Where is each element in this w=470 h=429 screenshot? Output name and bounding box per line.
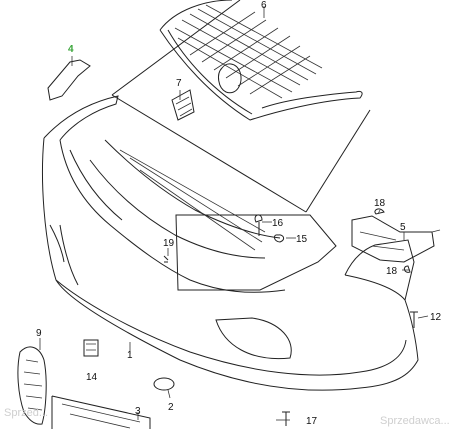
leader-lines (39, 6, 441, 421)
tow-hook-cover-part (153, 377, 175, 391)
grille-inset-panel (111, 0, 371, 213)
callout-part-16: 16 (272, 218, 284, 229)
callout-part-14: 14 (86, 372, 98, 383)
callout-part-12: 12 (430, 312, 442, 323)
lower-grille-part (51, 395, 151, 429)
fog-grille-part (17, 346, 47, 425)
watermark-left: Sprzed... (4, 407, 48, 419)
small-bracket-part (47, 59, 91, 101)
fasteners (163, 208, 418, 426)
callout-part-2: 2 (168, 402, 174, 413)
callout-part-5: 5 (400, 222, 406, 233)
callout-part-17: 17 (306, 416, 318, 427)
watermark-right: Sprzedawca... (380, 415, 450, 427)
callout-part-19: 19 (163, 238, 175, 249)
clip-part-14 (83, 339, 99, 357)
front-bumper-part (42, 95, 419, 391)
callout-part-6: 6 (261, 0, 267, 11)
callout-part-18b: 18 (386, 266, 398, 277)
side-bracket-part (351, 215, 435, 263)
callout-part-4: 4 (68, 44, 74, 55)
callout-part-1: 1 (127, 350, 133, 361)
callout-part-7: 7 (176, 78, 182, 89)
callout-part-9: 9 (36, 328, 42, 339)
callout-part-18a: 18 (374, 198, 386, 209)
grille-part (159, 0, 363, 121)
emblem-part (171, 89, 195, 121)
callout-part-15: 15 (296, 234, 308, 245)
callout-part-3: 3 (135, 406, 141, 417)
